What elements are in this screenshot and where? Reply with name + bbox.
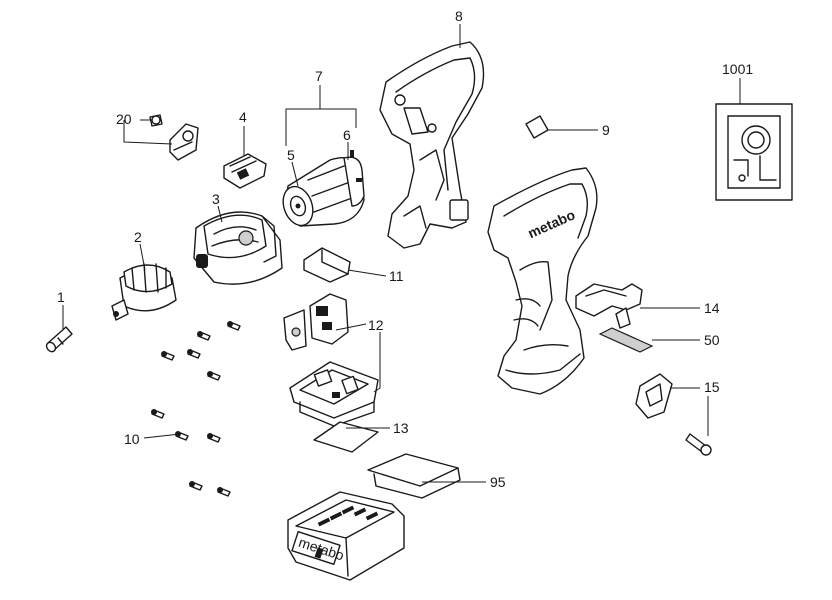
screw-h [207,433,221,443]
part-95-plate[interactable] [367,453,461,499]
label-4: 4 [239,109,247,125]
label-9: 9 [602,122,610,138]
part-15-bit-holder[interactable] [635,373,673,419]
label-20: 20 [116,111,132,127]
label-1001: 1001 [722,61,753,77]
label-15: 15 [704,379,720,395]
part-9-label[interactable] [525,115,549,139]
part-4-slider[interactable] [223,153,267,189]
battery-pack[interactable]: metabo [287,491,405,581]
part-1-screw[interactable] [45,326,73,353]
label-12: 12 [368,317,384,333]
part-13-pad[interactable] [313,421,379,453]
part-15-screw[interactable] [685,433,712,456]
part-labels: 1 2 3 4 5 6 7 8 9 10 11 12 13 14 15 20 5… [57,8,753,490]
screw-e [207,371,221,381]
part-1001-rating-plate[interactable] [715,103,793,201]
label-13: 13 [393,420,409,436]
part-14-belt-clip[interactable] [575,283,643,329]
label-3: 3 [212,191,220,207]
part-11-cover[interactable] [303,247,351,283]
label-14: 14 [704,300,720,316]
part-2-chuck[interactable] [111,263,177,321]
label-50: 50 [704,332,720,348]
label-8: 8 [455,8,463,24]
screw-i [189,481,203,491]
part-12-trigger-switch[interactable] [283,293,349,351]
label-5: 5 [287,147,295,163]
label-95: 95 [490,474,506,490]
label-10: 10 [124,431,140,447]
part-6-motor-endcap[interactable] [343,150,365,207]
part-50-label-strip[interactable] [598,327,654,353]
part-5-motor[interactable] [278,157,365,230]
screw-b [197,331,211,341]
part-8-housing-left[interactable] [379,41,485,249]
screw-d [161,351,175,361]
part-20-lever[interactable] [169,123,199,161]
part-20-screw[interactable] [149,114,163,127]
part-3-gearbox[interactable] [193,211,283,285]
screw-a [227,321,241,331]
screw-c [187,349,201,359]
label-1: 1 [57,289,65,305]
battery-vents [317,505,379,527]
screw-f [151,409,165,419]
part-10-screws[interactable] [151,321,241,497]
screw-j [217,487,231,497]
label-7: 7 [315,68,323,84]
leader-lines [62,24,741,483]
label-6: 6 [343,127,351,143]
label-11: 11 [389,268,404,284]
label-2: 2 [134,229,142,245]
housing-right[interactable]: metabo [487,167,598,395]
screw-g [175,431,189,441]
part-12-electronics-board[interactable] [289,361,379,427]
